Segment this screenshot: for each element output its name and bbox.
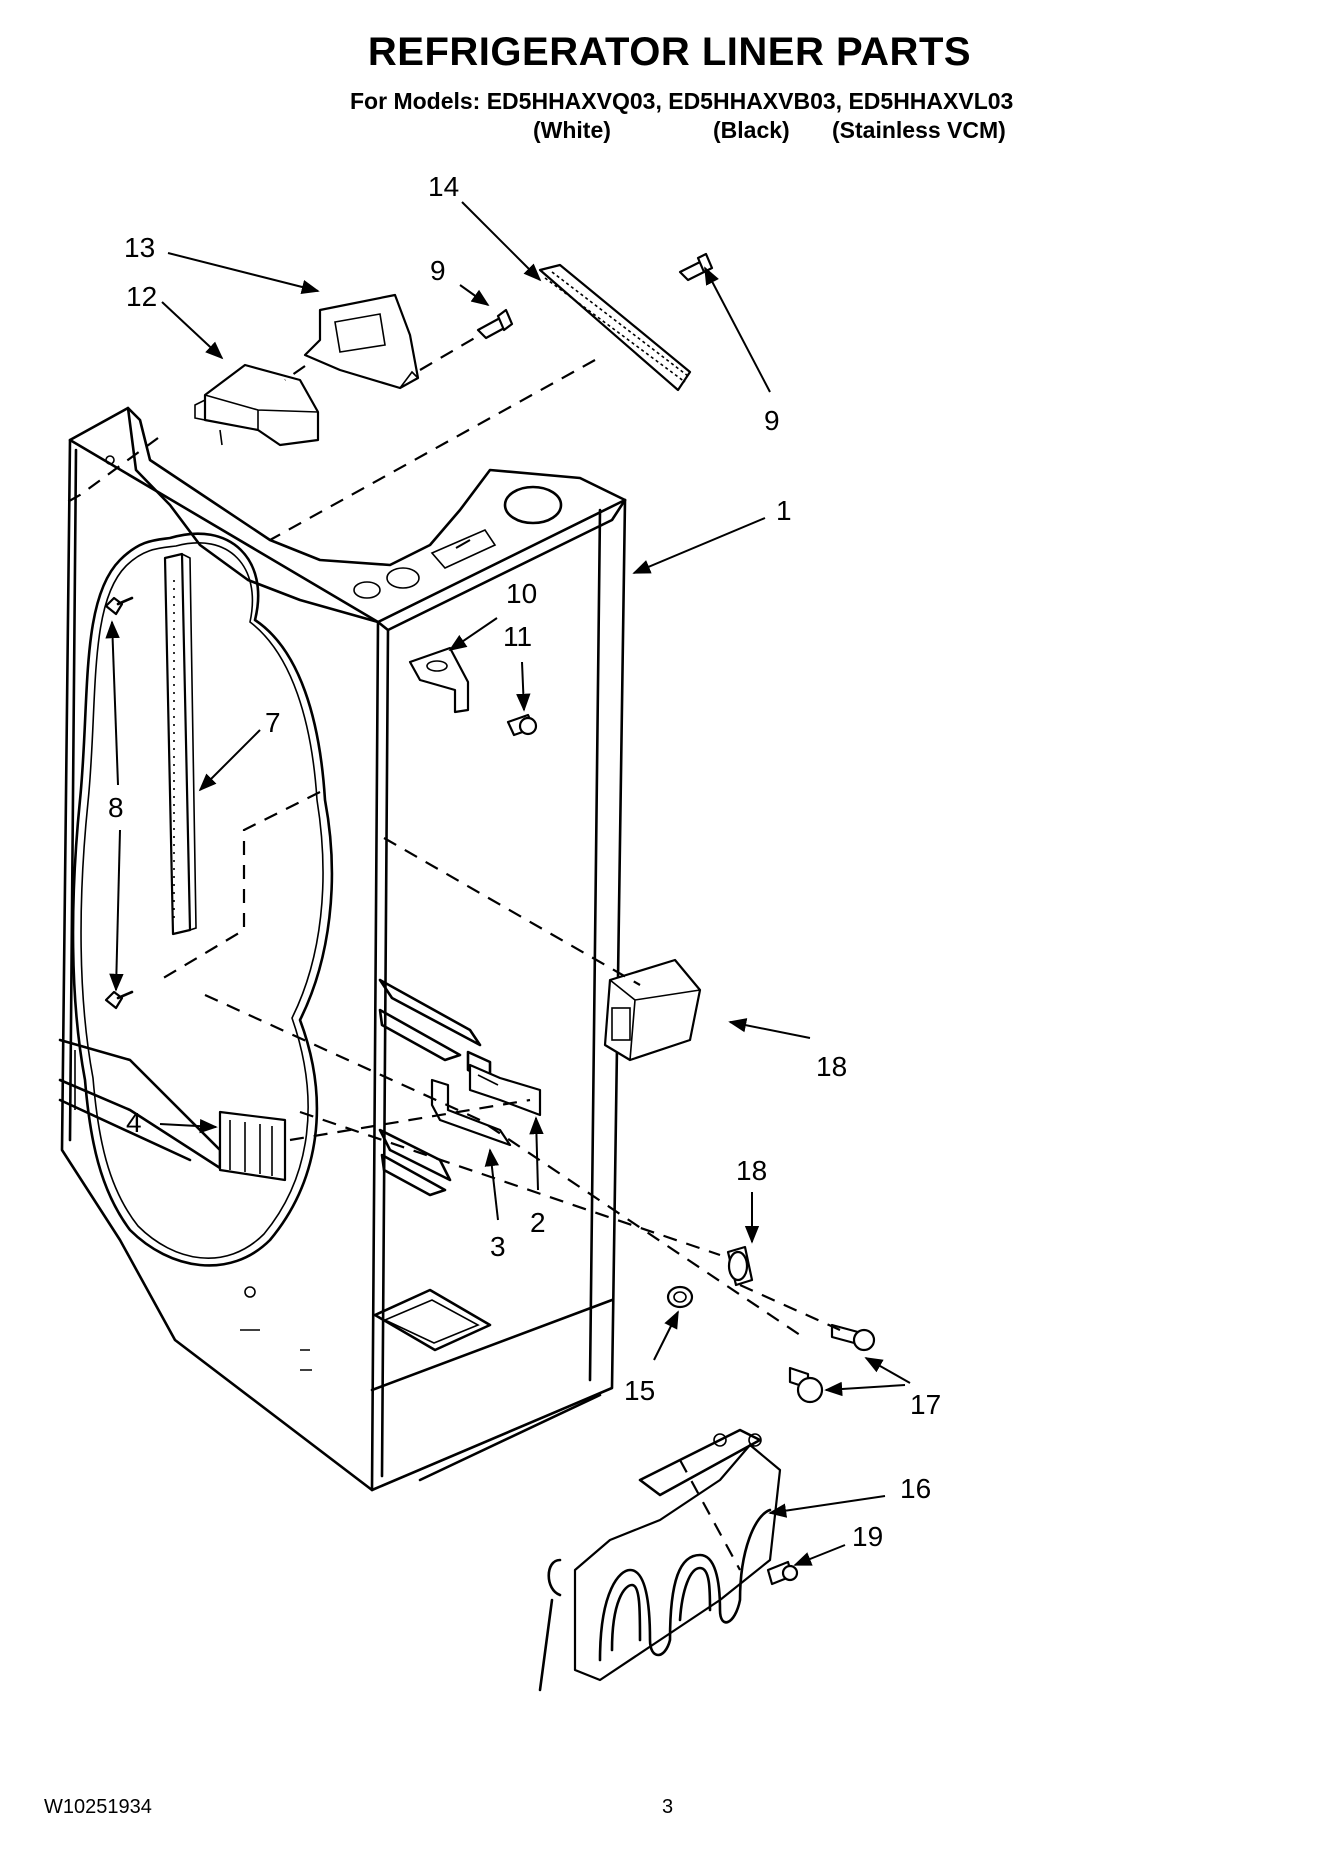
callout-9-right: 9 [764, 405, 780, 436]
callout-11: 11 [503, 621, 532, 652]
callout-16: 16 [900, 1473, 931, 1504]
callout-18-bin: 18 [816, 1051, 847, 1082]
document-number: W10251934 [44, 1796, 152, 1818]
callout-4: 4 [126, 1107, 142, 1138]
callout-7: 7 [265, 707, 281, 738]
variant-stainless: (Stainless VCM) [832, 117, 1006, 143]
part-2-bracket [468, 1063, 542, 1117]
part-10-bracket [408, 646, 470, 714]
part-8-screw-top [104, 596, 134, 616]
callout-8: 8 [108, 792, 124, 823]
callout-12: 12 [126, 281, 157, 312]
leader-arrows [105, 201, 911, 1566]
models-line: For Models: ED5HHAXVQ03, ED5HHAXVB03, ED… [350, 88, 1014, 114]
part-14-strip [538, 263, 692, 392]
part-7-rail [163, 552, 197, 936]
part-15-grommet [666, 1285, 694, 1309]
part-12-control-housing [194, 363, 320, 447]
page-number: 3 [662, 1796, 674, 1818]
callout-13: 13 [124, 232, 155, 263]
callout-18-plug: 18 [736, 1155, 767, 1186]
callout-14: 14 [428, 171, 459, 202]
callout-19: 19 [852, 1521, 883, 1552]
part-17-pin-lower [788, 1366, 824, 1404]
variant-black: (Black) [713, 117, 790, 143]
part-3-bracket [430, 1078, 512, 1147]
callout-9-top: 9 [430, 255, 446, 286]
part-19-screw [766, 1560, 799, 1586]
callout-17: 17 [910, 1389, 941, 1420]
part-4-connector [218, 1110, 287, 1182]
part-13-bracket [303, 293, 420, 390]
part-18-plug [726, 1245, 754, 1287]
wire-harness [71, 532, 334, 1267]
part-9-screw-right [678, 252, 714, 282]
part-18-handle-bin [603, 958, 702, 1062]
refrigerator-liner [58, 406, 627, 1492]
part-16-evaporator [538, 1428, 782, 1692]
callout-3: 3 [490, 1231, 506, 1262]
part-11-screw [506, 713, 538, 737]
part-9-screw-left [476, 308, 514, 340]
part-8-screw-bottom [104, 990, 134, 1010]
variant-white: (White) [533, 117, 611, 143]
callout-10: 10 [506, 578, 537, 609]
assembly-lines [61, 335, 841, 1571]
callout-1: 1 [776, 495, 792, 526]
page-title: REFRIGERATOR LINER PARTS [367, 30, 972, 74]
callout-15: 15 [624, 1375, 655, 1406]
callout-2: 2 [530, 1207, 546, 1238]
